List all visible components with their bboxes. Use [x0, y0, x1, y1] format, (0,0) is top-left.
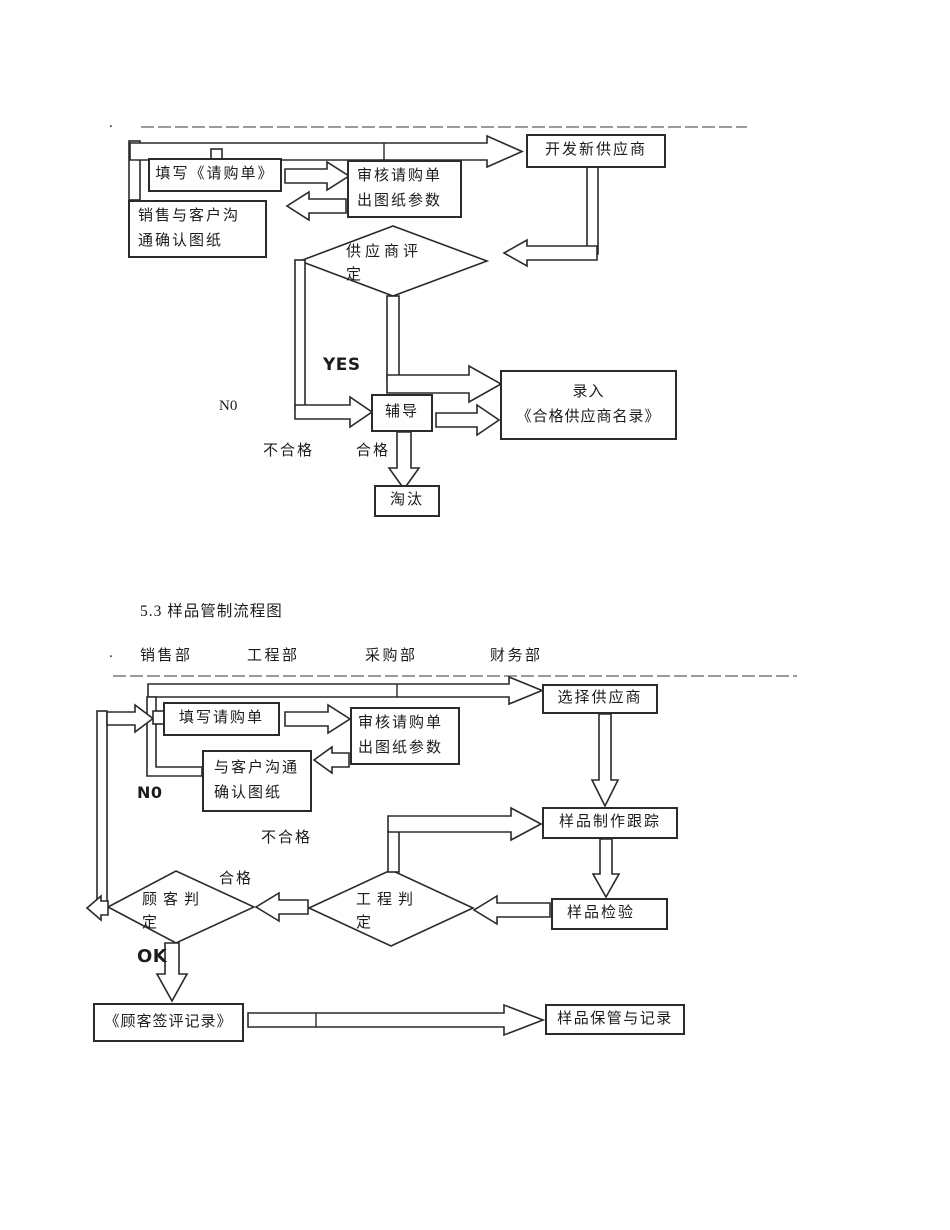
arrow-noloop-to-fillform [106, 703, 155, 734]
arrow-no-to-coach [294, 395, 374, 429]
arrow-select-to-tracking [590, 713, 620, 808]
arrow-develop-to-evaluation [502, 238, 598, 268]
label-ok: OK [137, 946, 168, 967]
node-develop-new-supplier: 开发新供应商 [526, 134, 666, 168]
arrowhead-customer-no [85, 894, 109, 922]
label-unqualified-2: 不合格 [261, 830, 313, 846]
label-qualified-2: 合格 [219, 871, 254, 887]
channel-unqualified-up [387, 830, 400, 873]
dept-header-engineering: 工程部 [247, 648, 300, 664]
label-yes: YES [323, 355, 361, 375]
label-no-2: N0 [137, 783, 163, 802]
label-unqualified: 不合格 [263, 443, 315, 459]
arrow-inspection-to-engineering [472, 894, 551, 926]
node-customer-confirm-drawing: 与客户沟通 确认图纸 [202, 750, 312, 812]
node-enroll-qualified-list: 录入 《合格供应商名录》 [500, 370, 677, 440]
dept-header-sales: 销售部 [140, 648, 193, 664]
diamond-customer-judgement [106, 870, 256, 944]
node-sample-keeping: 样品保管与记录 [545, 1004, 685, 1035]
label-no: N0 [219, 398, 238, 414]
node-sample-inspection: 样品检验 [551, 898, 668, 930]
node-select-supplier: 选择供应商 [542, 684, 658, 714]
arrow-fillform2-to-review2 [284, 703, 352, 735]
channel-yes-down [386, 295, 400, 379]
diamond-customer-judgement-label: 顾客判定 [142, 892, 206, 931]
arrow-fillform-to-review [284, 160, 351, 192]
section-title: 5.3 样品管制流程图 [140, 603, 283, 620]
label-qualified: 合格 [356, 443, 391, 459]
node-coach: 辅导 [371, 394, 433, 432]
dept-header-purchasing: 采购部 [365, 648, 418, 664]
node-sales-confirm-drawing: 销售与客户沟 通确认图纸 [128, 200, 267, 258]
arrow-to-select-supplier [147, 675, 545, 706]
node-fill-purchase-form-2: 填写请购单 [163, 702, 280, 736]
node-fill-purchase-form: 填写《请购单》 [148, 158, 282, 192]
arrow-engineering-to-customer [254, 891, 309, 923]
arrow-coach-to-enroll [435, 403, 501, 437]
node-sample-tracking: 样品制作跟踪 [542, 807, 678, 839]
arrow-yes-to-enroll [386, 364, 503, 404]
node-eliminate: 淘汰 [374, 485, 440, 517]
arrow-review-back [285, 190, 347, 222]
bullet: . [109, 115, 113, 131]
node-review-purchase-form-2: 审核请购单 出图纸参数 [350, 707, 460, 765]
diamond-engineering-judgement-label: 工程判定 [356, 892, 420, 931]
arrow-review2-to-confirm [312, 745, 350, 775]
channel-no-down [294, 259, 306, 410]
bullet: . [109, 645, 113, 661]
diamond-supplier-evaluation-label: 供应商评定 [346, 244, 423, 283]
arrow-unqualified-to-tracking [387, 806, 543, 842]
diamond-engineering-judgement [307, 869, 475, 947]
arrow-coach-to-eliminate [387, 431, 421, 491]
arrow-record-to-keeping [247, 1003, 546, 1037]
channel-no-loop [96, 710, 108, 908]
arrow-customer-to-record [155, 942, 189, 1003]
node-customer-sign-record: 《顾客签评记录》 [93, 1003, 244, 1042]
node-review-purchase-form: 审核请购单 出图纸参数 [347, 160, 462, 218]
diamond-supplier-evaluation [297, 225, 490, 297]
arrow-tracking-to-inspection [591, 838, 621, 899]
dept-header-finance: 财务部 [490, 648, 543, 664]
channel-develop-down [586, 166, 599, 255]
